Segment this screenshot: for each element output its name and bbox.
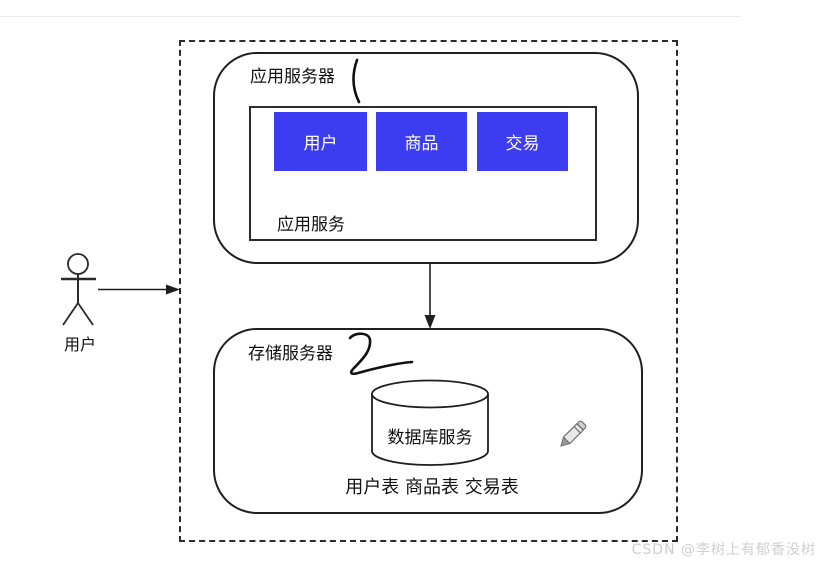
handwritten-two-mark (348, 332, 414, 376)
pencil-icon (560, 420, 587, 447)
app-service-caption: 应用服务 (277, 215, 345, 235)
database-service-label: 数据库服务 (387, 428, 473, 448)
database-cylinder-icon (371, 379, 489, 466)
page-divider-line (0, 16, 741, 17)
actor-label: 用户 (63, 335, 96, 354)
app-to-storage-arrow (424, 264, 436, 329)
service-box-product: 商品 (376, 112, 467, 171)
service-box-product-label: 商品 (404, 134, 439, 154)
stick-figure-icon (61, 253, 96, 326)
handwritten-stroke-mark (352, 58, 361, 104)
tables-label: 用户表 商品表 交易表 (345, 477, 519, 498)
service-box-trade-label: 交易 (505, 134, 540, 154)
service-box-user-label: 用户 (303, 134, 338, 154)
watermark-text: CSDN @李树上有郁香没树 (631, 542, 816, 558)
storage-server-title: 存储服务器 (248, 344, 333, 364)
system-boundary-box (179, 40, 678, 542)
app-server-title: 应用服务器 (250, 67, 335, 87)
service-box-trade: 交易 (477, 112, 568, 171)
service-box-user: 用户 (274, 112, 367, 171)
user-to-system-arrow (98, 284, 180, 295)
